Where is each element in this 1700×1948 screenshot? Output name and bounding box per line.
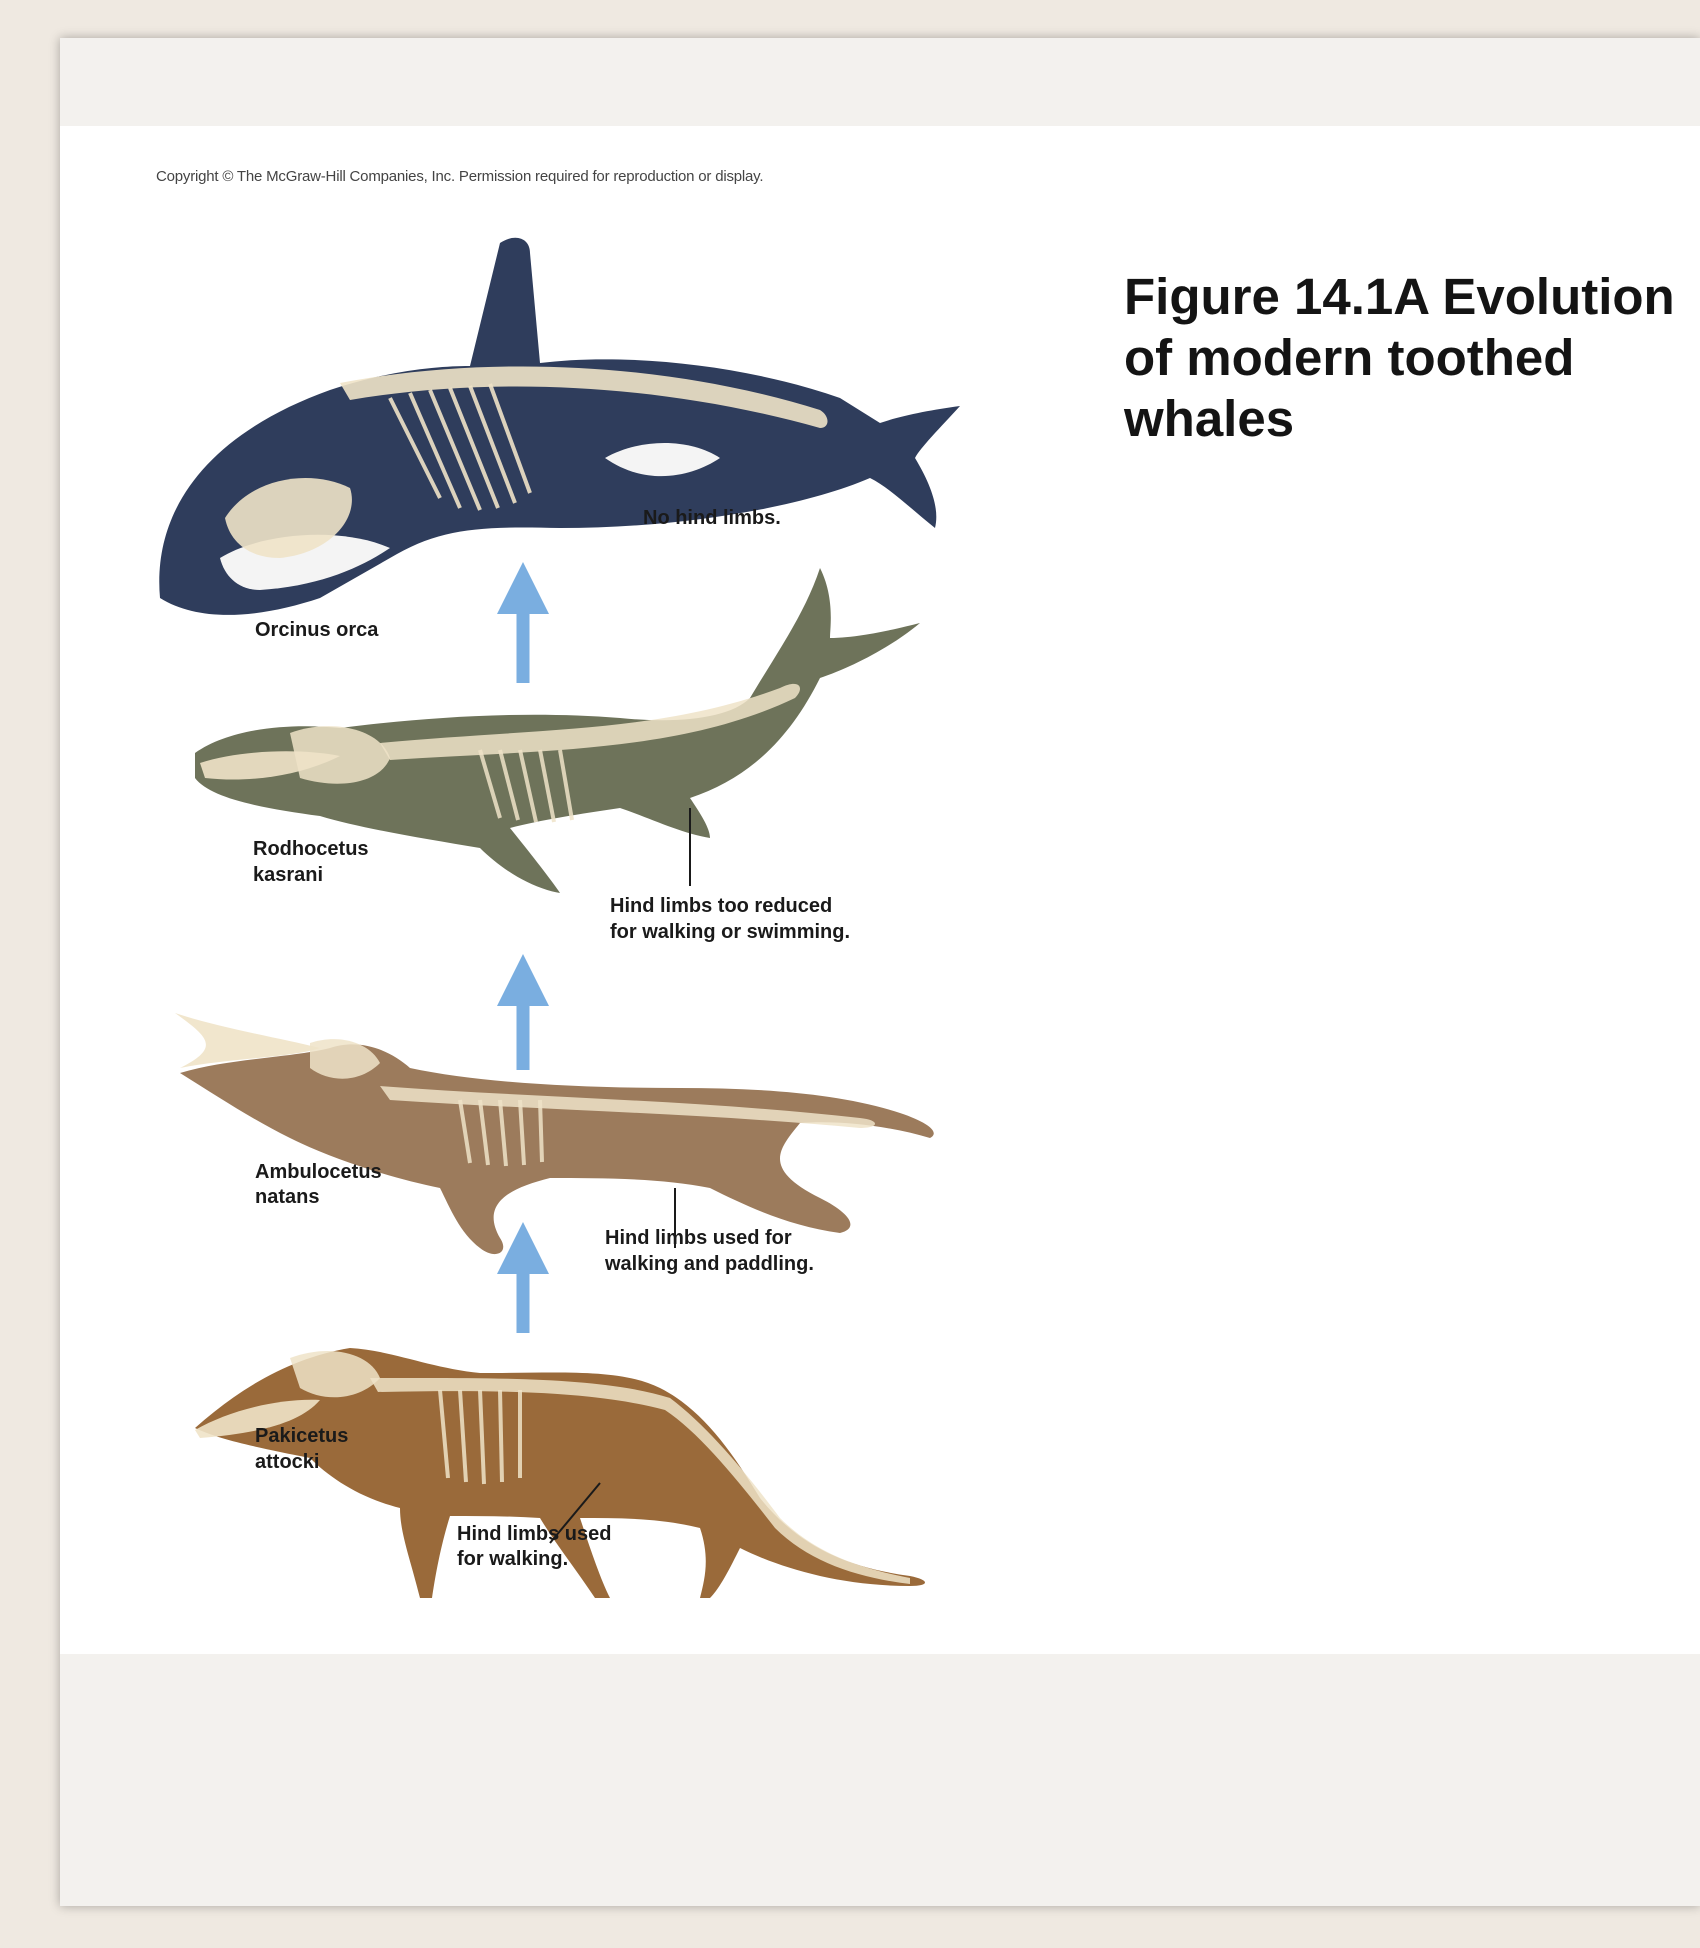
pakicetus-hind-limb-note-line-1: Hind limbs used [457, 1523, 611, 1545]
ambulocetus-species-name-line-1: Ambulocetus [255, 1161, 382, 1183]
pakicetus-hind-limb-note-line-2: for walking. [457, 1548, 568, 1570]
whale-evolution-figure: No hind limbs. Orcinus orca Rodhocetus k… [60, 38, 1700, 1906]
ambulocetus-species-name-line-2: natans [255, 1186, 319, 1208]
ambulocetus-illustration [175, 1013, 934, 1254]
rodhocetus-species-name-line-2: kasrani [253, 864, 323, 886]
rodhocetus-hind-limb-note-line-2: for walking or swimming. [610, 921, 850, 943]
pakicetus-species-name-line-2: attocki [255, 1451, 319, 1473]
orca-illustration [159, 238, 960, 615]
ambulocetus-hind-limb-note-line-1: Hind limbs used for [605, 1227, 792, 1249]
rodhocetus-species-name-line-1: Rodhocetus [253, 838, 369, 860]
rodhocetus-hind-limb-note-line-1: Hind limbs too reduced [610, 895, 832, 917]
orca-hind-limb-note: No hind limbs. [643, 507, 781, 529]
orca-species-name: Orcinus orca [255, 619, 379, 641]
pakicetus-species-name-line-1: Pakicetus [255, 1425, 348, 1447]
slide: Copyright © The McGraw-Hill Companies, I… [60, 38, 1700, 1906]
ambulocetus-hind-limb-note-line-2: walking and paddling. [604, 1253, 814, 1275]
